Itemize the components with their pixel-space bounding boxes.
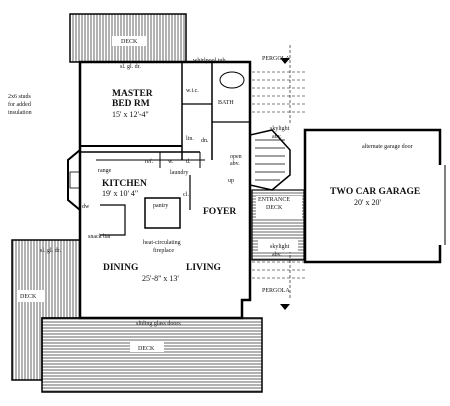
- label-skylight-bottom: skylight: [270, 244, 290, 250]
- label-insulation-1: 2x6 studs: [8, 94, 32, 100]
- label-open-abv-2: abv.: [230, 161, 240, 167]
- label-w: w.: [168, 159, 174, 165]
- arrow-marker-bottom: [280, 304, 290, 310]
- label-ref: ref.: [145, 158, 154, 165]
- label-fireplace-2: fireplace: [153, 247, 174, 254]
- label-deck-top: DECK: [121, 39, 138, 45]
- label-living: LIVING: [186, 263, 221, 273]
- label-pantry: pantry: [153, 203, 168, 209]
- label-sl-gl-dr-top: sl. gl. dr.: [120, 64, 141, 70]
- label-fireplace-1: heat-circulating: [143, 240, 181, 246]
- label-pergola-top: PERGOLA: [262, 56, 290, 62]
- arrow-marker-top: [280, 58, 290, 64]
- staircase: [249, 129, 291, 191]
- label-dn: dn.: [201, 138, 209, 144]
- label-abv-bottom: abv.: [272, 252, 282, 258]
- label-whirlpool-tub: whirlpool tub: [193, 58, 226, 64]
- label-master-bed-1: MASTER: [112, 89, 153, 99]
- label-kitchen: KITCHEN: [102, 179, 147, 189]
- label-master-bed-2: BED RM: [112, 99, 150, 109]
- label-pergola-bottom: PERGOLA: [262, 288, 290, 294]
- label-open-abv-1: open: [230, 154, 242, 160]
- label-range: range: [98, 168, 112, 174]
- label-alternate-garage-door: alternate garage door: [362, 144, 413, 150]
- label-sliding-glass-doors: sliding glass doors: [136, 321, 181, 327]
- label-lin: lin.: [186, 136, 194, 142]
- pergola-top: [252, 45, 305, 125]
- garage: [303, 128, 446, 264]
- bottom-deck: [41, 317, 263, 393]
- entrance-deck: [251, 189, 305, 261]
- label-dining: DINING: [103, 263, 139, 273]
- label-abv-top: abv.: [272, 134, 282, 140]
- label-insulation-3: insulation: [8, 110, 32, 116]
- label-d: d.: [186, 159, 191, 165]
- kitchen-bay-window: [67, 149, 81, 211]
- label-insulation-2: for added: [8, 101, 31, 108]
- label-master-bed-dim: 15' x 12'-4": [112, 110, 149, 119]
- label-garage-dim: 20' x 20': [354, 198, 381, 207]
- label-snack-bar: snack bar: [88, 234, 111, 240]
- label-bath: BATH: [218, 100, 234, 106]
- label-entrance-deck-2: DECK: [266, 205, 283, 211]
- label-foyer: FOYER: [203, 207, 236, 217]
- label-deck-bottom: DECK: [138, 346, 155, 352]
- label-cl: cl.: [183, 192, 189, 198]
- label-kitchen-dim: 19' x 10' 4": [102, 189, 138, 198]
- label-up: up: [228, 178, 234, 184]
- label-garage: TWO CAR GARAGE: [330, 187, 420, 197]
- top-deck: [69, 13, 187, 63]
- label-skylight-top: skylight: [270, 126, 290, 132]
- label-sl-gl-dr-left: sl. gl. dr.: [40, 248, 61, 254]
- label-laundry: laundry: [170, 170, 188, 176]
- label-entrance-deck-1: ENTRANCE: [258, 197, 290, 203]
- whirlpool-tub: [219, 71, 245, 89]
- label-wic: w.i.c.: [186, 88, 199, 94]
- label-living-dim: 25'-8" x 13': [142, 274, 179, 283]
- label-deck-left: DECK: [20, 294, 37, 300]
- label-dw: dw: [82, 204, 90, 210]
